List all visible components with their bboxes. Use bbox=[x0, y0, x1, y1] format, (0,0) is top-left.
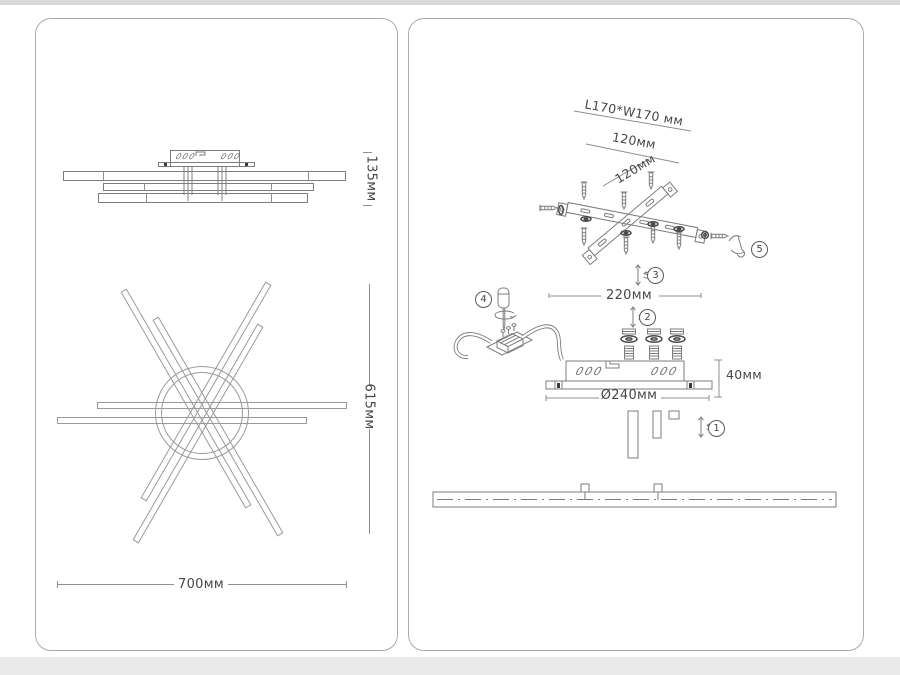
fastener-stack bbox=[668, 328, 686, 360]
span-dim-line-bottom bbox=[369, 429, 370, 534]
light-bar-horizontal-b bbox=[57, 417, 307, 424]
canopy-holes-left: 000 bbox=[573, 365, 606, 378]
center-ring-inner bbox=[161, 372, 243, 454]
step-badge-2: 2 bbox=[639, 309, 656, 326]
terminal-block bbox=[485, 323, 534, 356]
bar-seam bbox=[271, 193, 272, 203]
rotation-arrow bbox=[494, 310, 515, 320]
dim-tick bbox=[363, 205, 372, 206]
fastener-stacks bbox=[620, 328, 686, 360]
bracket-washers bbox=[558, 204, 685, 236]
assembly-illustration bbox=[432, 110, 837, 508]
center-ring-outer bbox=[155, 366, 249, 460]
width-dim-tick-left bbox=[57, 581, 58, 588]
base-diameter-label: Ø240мм bbox=[600, 388, 658, 403]
bar-seam bbox=[271, 183, 272, 191]
step-badge-1: 1 bbox=[708, 420, 725, 437]
step-badge-5: 5 bbox=[751, 241, 768, 258]
width-dim-tick-right bbox=[346, 581, 347, 588]
light-bar-layer1 bbox=[63, 171, 346, 181]
bar-seam bbox=[308, 171, 309, 181]
canopy-width-dim-lines bbox=[548, 293, 702, 298]
fastener-stack bbox=[645, 328, 663, 360]
terminal-plate bbox=[485, 331, 534, 356]
bar-seam bbox=[144, 183, 145, 191]
light-bar-layer2 bbox=[103, 183, 314, 191]
bar-seam bbox=[103, 171, 104, 181]
right-panel-assembly-drawing: 000 000 L170*W170 мм 120мм 120мм 220мм 4… bbox=[408, 18, 864, 651]
screwdriver bbox=[494, 287, 517, 331]
plate-clip-right bbox=[245, 163, 248, 166]
step-badge-4: 4 bbox=[475, 291, 492, 308]
top-edge-band bbox=[0, 0, 900, 5]
cross-mounting-bracket bbox=[556, 181, 707, 266]
bracket-dim-lines bbox=[573, 110, 692, 187]
plate-clip-left bbox=[164, 163, 167, 166]
terminal-screws bbox=[500, 323, 517, 337]
loose-parts bbox=[627, 410, 680, 459]
height-dimension-label: 135мм bbox=[363, 155, 379, 202]
supply-wires bbox=[453, 324, 564, 361]
dim-tick bbox=[363, 152, 372, 153]
light-bar-horizontal-a bbox=[97, 402, 347, 409]
keyhole-hook-slot bbox=[605, 361, 620, 369]
canopy-holes-right: 000 bbox=[648, 365, 681, 378]
canopy-assembly bbox=[545, 360, 713, 390]
step-badge-3: 3 bbox=[647, 267, 664, 284]
bottom-edge-band bbox=[0, 657, 900, 675]
hanging-hook-cutout bbox=[195, 151, 206, 156]
anchor-hardware bbox=[700, 230, 745, 258]
base-plate bbox=[545, 380, 713, 390]
bar-seam bbox=[146, 193, 147, 203]
canopy-height-label: 40мм bbox=[726, 367, 762, 382]
canopy-height-dim bbox=[714, 359, 722, 398]
width-dim-line-left bbox=[58, 584, 174, 585]
mounting-posts bbox=[183, 167, 227, 201]
light-bar-part bbox=[432, 483, 837, 508]
canopy-width-label: 220мм bbox=[606, 288, 652, 303]
bracket-strap-long bbox=[556, 201, 707, 244]
fastener-stack bbox=[620, 328, 638, 360]
width-dim-line-right bbox=[228, 584, 346, 585]
light-bar-layer3 bbox=[98, 193, 308, 203]
spring-hook-anchor bbox=[728, 235, 745, 258]
mount-plate-side-view bbox=[158, 162, 255, 167]
width-dimension-label: 700мм bbox=[178, 577, 224, 592]
base-diameter-dim bbox=[545, 395, 710, 401]
bracket-strap-short bbox=[581, 181, 679, 266]
span-dim-line-top bbox=[369, 284, 370, 386]
left-panel-dimension-drawing: 000 000 135мм bbox=[35, 18, 398, 651]
side-view-details bbox=[183, 151, 227, 201]
